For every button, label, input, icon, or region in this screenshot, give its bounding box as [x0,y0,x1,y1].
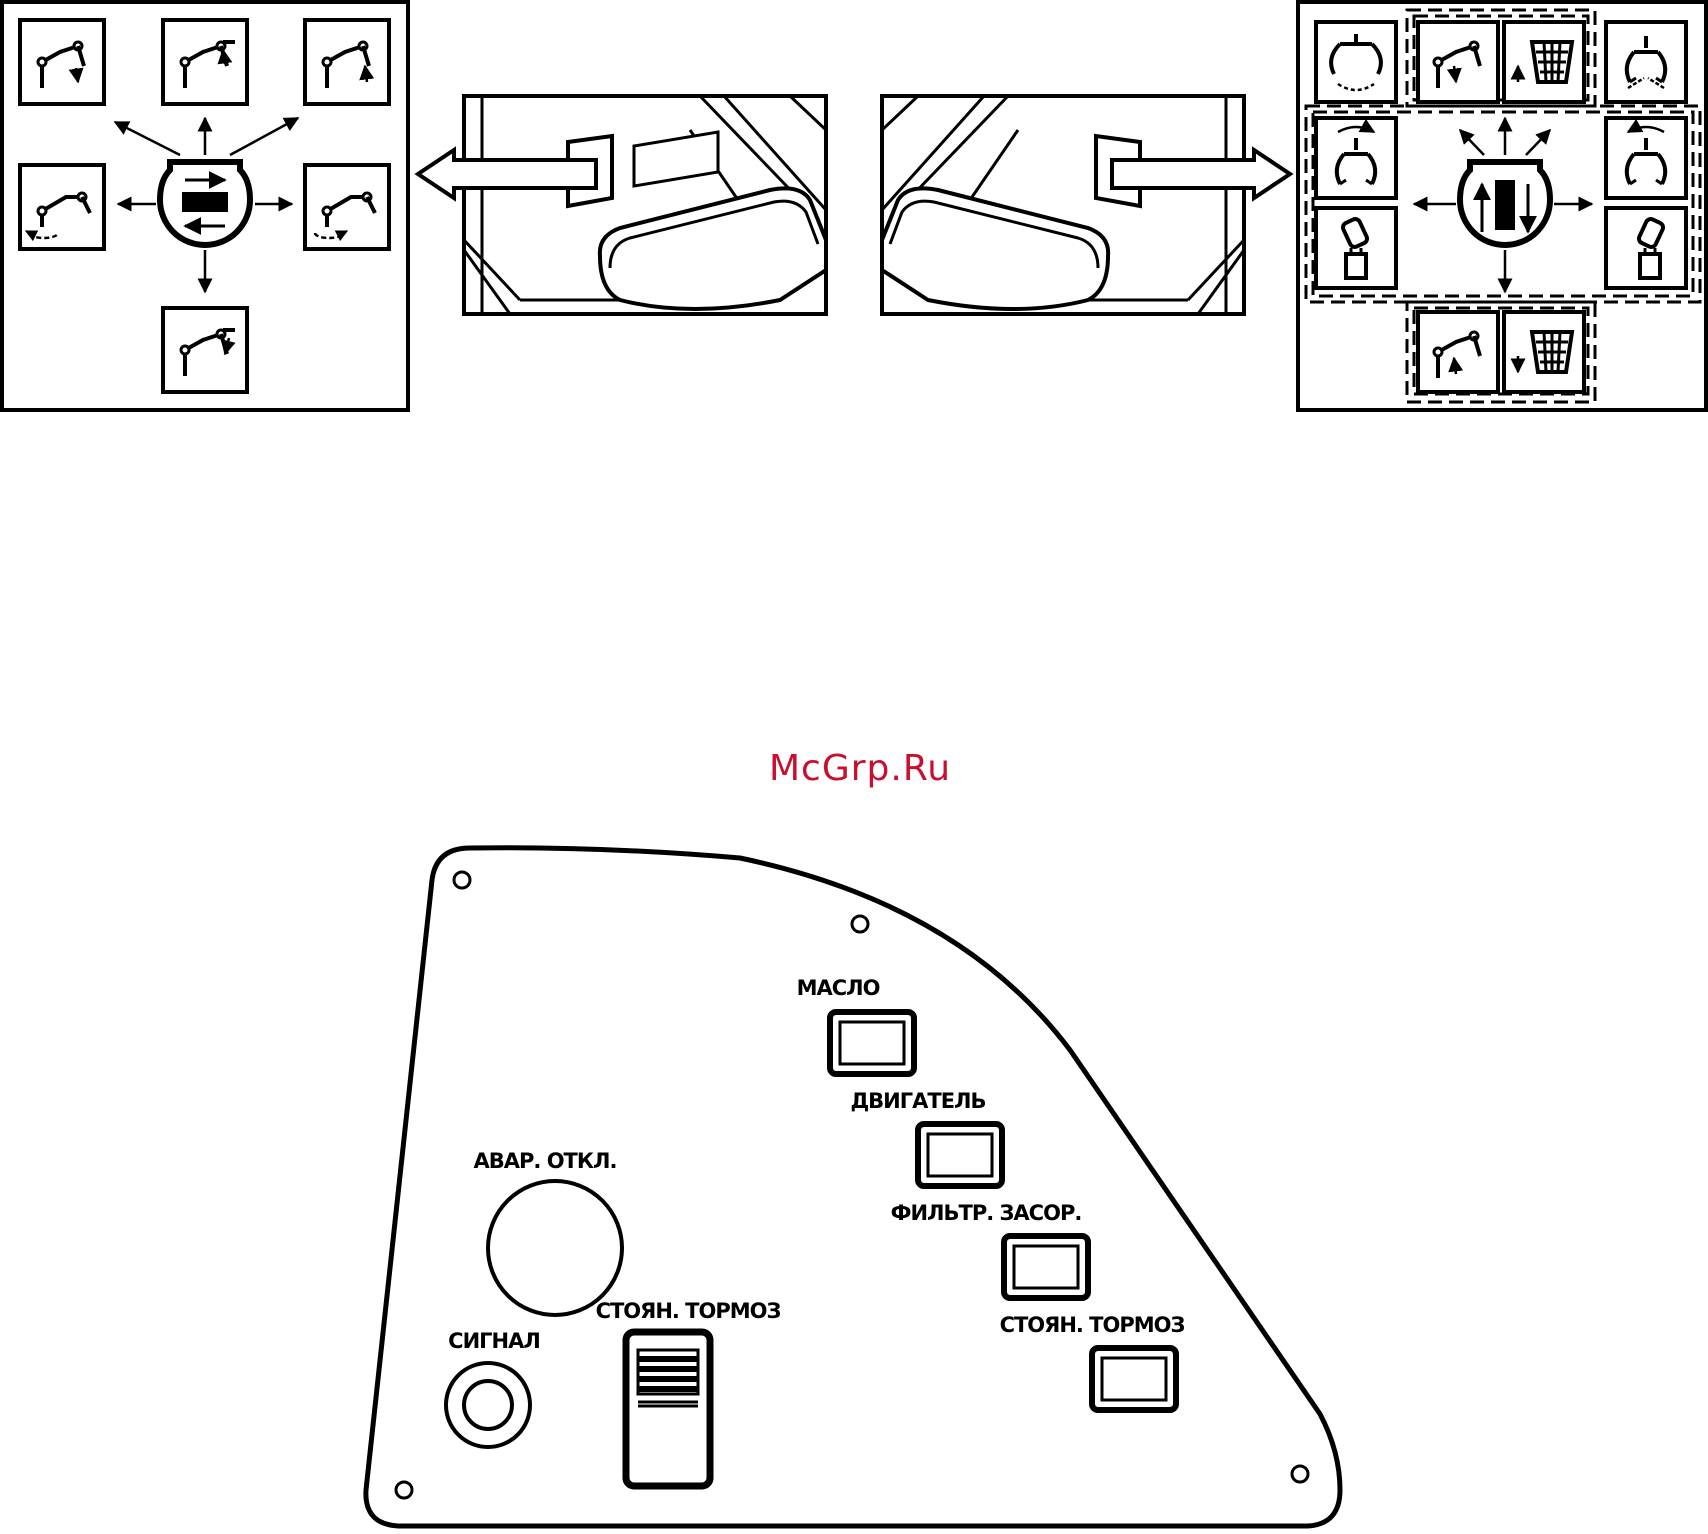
horn-label: СИГНАЛ [448,1329,540,1353]
boom-swing-right-icon [305,165,389,249]
grapple-close-icon [1606,22,1686,102]
joystick-vertical-icon [1460,162,1550,245]
boom-arm-extend-icon [163,308,247,392]
indicator-label-engine: ДВИГАТЕЛЬ [850,1089,985,1113]
indicator-label-oil: МАСЛО [797,976,880,1000]
horn-button[interactable] [446,1363,530,1447]
screw-hole [396,1482,412,1498]
indicator-lamp-filter-clogged[interactable] [1004,1236,1088,1298]
boom-swing-left-icon [20,165,104,249]
parking-brake-switch[interactable] [626,1332,710,1486]
screw-hole [852,916,868,932]
indicator-lamp-engine[interactable] [918,1124,1002,1186]
boom-arm-lift-icon [305,20,389,104]
emergency-stop-label: АВАР. ОТКЛ. [474,1149,617,1173]
bunk-down-icon [1504,312,1584,392]
watermark: McGrp.Ru [769,748,951,789]
indicator-lamp-oil[interactable] [830,1012,914,1074]
right-joystick-diagram [1298,2,1706,410]
boom-arm-raise-icon [163,20,247,104]
left-joystick-diagram [2,2,408,410]
indicator-label-parking-brake: СТОЯН. ТОРМОЗ [1000,1313,1185,1337]
screw-hole [454,872,470,888]
cab-left-joystick-arrow-icon [418,96,826,314]
boom-arm-up-icon [20,20,104,104]
tilt-left-icon [1316,208,1396,288]
grapple-open-icon [1316,22,1396,102]
emergency-stop-button[interactable] [488,1181,622,1315]
parking-brake-switch-label: СТОЯН. ТОРМОЗ [596,1299,781,1323]
rotator-left-icon [1316,118,1396,198]
indicator-lamp-parking-brake[interactable] [1092,1348,1176,1410]
cab-right-joystick-arrow-icon [882,96,1290,314]
bunk-up-icon [1504,22,1584,102]
rotator-right-icon [1606,118,1686,198]
joystick-horizontal-icon [160,162,250,245]
control-panel: МАСЛО ДВИГАТЕЛЬ ФИЛЬТР. ЗАСОР. СТОЯН. ТО… [366,848,1340,1526]
indicator-label-filter-clogged: ФИЛЬТР. ЗАСОР. [891,1201,1082,1225]
boom-arm-up-icon [1418,312,1498,392]
boom-arm-down-icon [1418,22,1498,102]
screw-hole [1292,1466,1308,1482]
tilt-right-icon [1606,208,1686,288]
